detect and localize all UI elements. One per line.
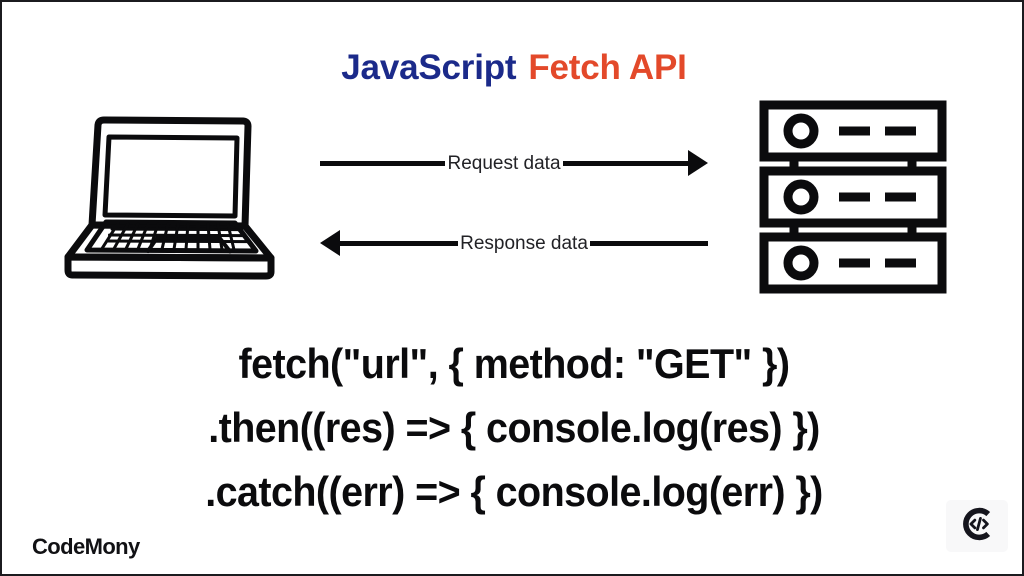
title-secondary: Fetch API [528, 48, 687, 87]
arrow-left-head-icon [320, 230, 340, 256]
title-primary: JavaScript [341, 48, 517, 87]
code-line-fetch: fetch("url", { method: "GET" }) [238, 340, 790, 387]
arrow-right-head-icon [688, 150, 708, 176]
response-arrow-line-left [340, 240, 459, 246]
code-line-catch: .catch((err) => { console.log(err) }) [205, 468, 823, 515]
brand-badge [946, 500, 1008, 552]
server-rack-icon [757, 99, 949, 299]
page-title: JavaScript Fetch API [2, 48, 1022, 88]
request-arrow: Request data [320, 146, 708, 180]
code-snippet: fetch("url", { method: "GET" }) .then((r… [2, 332, 1022, 524]
request-arrow-label: Request data [447, 152, 561, 174]
code-brackets-c-logo-icon [958, 505, 996, 548]
code-line-then: .then((res) => { console.log(res) }) [208, 404, 820, 451]
laptop-icon [60, 110, 292, 286]
request-arrow-line-left [320, 160, 446, 166]
request-arrow-line-right [562, 160, 688, 166]
response-arrow-line-right [589, 240, 709, 246]
response-arrow: Response data [320, 226, 709, 260]
brand-wordmark: CodeMony [32, 534, 140, 559]
response-arrow-label: Response data [460, 232, 588, 254]
